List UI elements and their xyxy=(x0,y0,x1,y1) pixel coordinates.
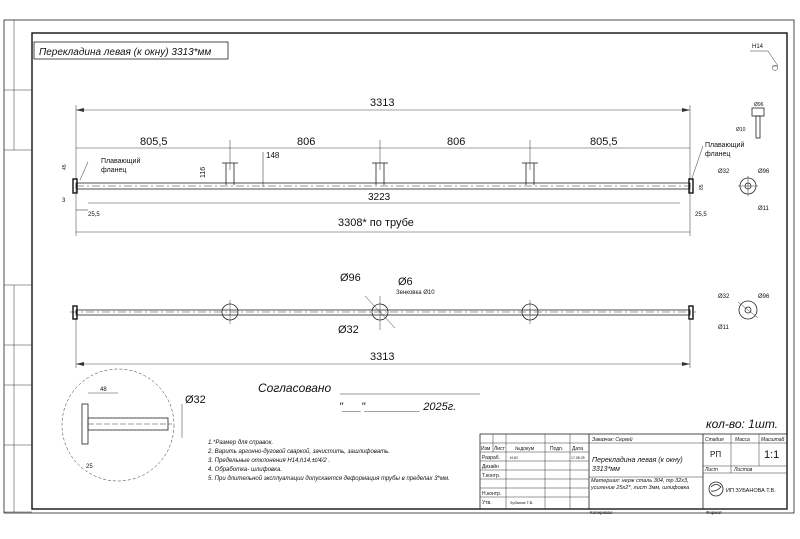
detail-left-d32: Ø32 xyxy=(185,394,206,406)
tb-role-1: Разраб. xyxy=(482,455,500,461)
dim-inner: 3223 xyxy=(368,192,391,203)
post-1 xyxy=(222,162,238,185)
title-box xyxy=(33,41,229,60)
plan-side-d11: Ø11 xyxy=(718,325,730,331)
title-block: Изм Лист №докум Подп. Дата Разраб. И.Ю 1… xyxy=(479,433,788,515)
tb-format: Формат xyxy=(706,510,722,515)
plan-d32: Ø32 xyxy=(338,324,359,336)
tb-name-1line: Перекладина левая (к окну) xyxy=(592,456,683,464)
post-2 xyxy=(372,162,388,185)
dim-span-1: 805,5 xyxy=(140,136,168,148)
note-1: 1.*Размер для справок. xyxy=(208,440,273,446)
tb-sheets-label: Листов xyxy=(733,467,753,473)
detail-left-48: 48 xyxy=(100,387,107,393)
tb-h-sign: Подп. xyxy=(550,446,563,452)
company-logo xyxy=(708,481,724,497)
tb-name-6: Зубанов Т.В. xyxy=(510,500,533,505)
pipe-plan-view xyxy=(75,309,691,316)
tb-h-izm: Изм xyxy=(481,446,491,452)
tb-date-1: 17.08.25 xyxy=(571,456,585,460)
detail-left: 48 25 Ø32 xyxy=(61,368,206,482)
approval-date: "___"_________ 2025г. xyxy=(339,401,456,413)
tb-h-list: Лист xyxy=(494,446,506,452)
top-view: 3313 805,5 806 806 805,5 148 116 3223 25… xyxy=(62,97,744,236)
dim-pipe-length: 3308* по трубе xyxy=(338,217,414,229)
tb-material: Материал: нерж сталь 304, тр 32х3, усиле… xyxy=(591,478,690,491)
right-flange xyxy=(688,178,694,194)
tb-role-2: Дизайн xyxy=(482,463,499,470)
quantity: кол-во: 1шт. xyxy=(706,417,778,431)
tb-name-2line: 3313*мм xyxy=(592,466,620,473)
tb-role-5: Н.контр. xyxy=(482,491,501,497)
tb-name-1: И.Ю xyxy=(510,455,518,460)
detail-d11: Ø11 xyxy=(758,206,770,212)
post-3 xyxy=(522,162,538,185)
tb-role-6: Утв. xyxy=(482,500,492,506)
plan-view: Ø96 Ø6 Зенковка Ø10 Ø32 3313 Ø32 Ø96 Ø11 xyxy=(70,272,770,368)
drawing-title: Перекладина левая (к окну) 3313*мм xyxy=(39,47,211,58)
note-4: 4. Обработка- шлифовка. xyxy=(208,467,282,473)
note-3: 3. Предельные отклонения Н14,h14,±t/4/2 … xyxy=(208,458,330,464)
flange-right-label-1: Плавающий xyxy=(705,141,744,149)
inner-frame xyxy=(31,32,788,510)
tb-material-box: Материал: нерж сталь 304, тр 32х3, усиле… xyxy=(591,478,690,491)
tb-company: ИП ЗУБАНОВА Т.В. xyxy=(726,488,776,494)
approval-label: Согласовано xyxy=(258,381,332,395)
tb-stage-label: Стадия xyxy=(705,437,724,443)
dim-height-148: 148 xyxy=(266,151,280,160)
detail-d10: Ø10 xyxy=(736,127,746,133)
flange-right-label-2: фланец xyxy=(705,151,730,158)
dim-height-116: 116 xyxy=(200,167,207,178)
tb-scale: 1:1 xyxy=(764,449,779,461)
dim-left-45: 45 xyxy=(62,164,68,170)
detail-left-25: 25 xyxy=(86,464,93,470)
dim-span-3: 806 xyxy=(447,136,465,148)
tb-stage: РП xyxy=(710,450,721,459)
tb-scale-label: Масштаб xyxy=(761,437,785,443)
dim-left-small: 3 xyxy=(62,198,66,204)
plan-side-d32: Ø32 xyxy=(718,294,730,300)
tb-copied: Копировал xyxy=(590,510,613,515)
plan-d6: Ø6 xyxy=(398,276,413,288)
detail-right-top: Ø96 Ø10 Ø32 Ø96 Ø11 xyxy=(718,102,770,212)
plan-d96: Ø96 xyxy=(340,272,361,284)
left-margin-strip xyxy=(4,20,32,513)
detail-d96: Ø96 xyxy=(754,102,764,108)
plan-side-d96: Ø96 xyxy=(758,294,770,300)
tb-h-date: Дата xyxy=(572,446,583,452)
dim-right-offset: 25,5 xyxy=(695,212,707,218)
tb-customer: Заказчик: Сергей xyxy=(592,436,633,443)
flange-left-label-2: фланец xyxy=(101,167,126,174)
roughness-symbol: H14 xyxy=(750,44,779,71)
detail-d96b: Ø96 xyxy=(758,169,770,175)
dim-span-4: 805,5 xyxy=(590,136,618,148)
tb-mass-label: Масса xyxy=(735,437,750,443)
detail-d32: Ø32 xyxy=(718,169,730,175)
roughness-label: H14 xyxy=(752,44,764,50)
note-2: 2. Варить аргонно-дуговой сваркой, зачис… xyxy=(207,448,390,455)
plan-countersink: Зенковка Ø10 xyxy=(396,290,435,296)
note-5: 5. При длительной эксплуатации допускает… xyxy=(208,475,450,482)
left-flange xyxy=(72,178,78,194)
tb-sheet-label: Лист xyxy=(704,467,718,473)
dim-overall: 3313 xyxy=(370,97,394,109)
dim-right-85: 85 xyxy=(699,184,705,190)
dim-span-2: 806 xyxy=(297,136,315,148)
outer-frame xyxy=(3,19,795,514)
tb-role-3: Т.контр. xyxy=(482,473,500,479)
tb-h-doc: №докум xyxy=(515,446,535,452)
notes: 1.*Размер для справок. 2. Варить аргонно… xyxy=(207,440,450,482)
flange-left-label-1: Плавающий xyxy=(101,157,140,165)
plan-length: 3313 xyxy=(370,351,394,363)
dim-left-offset: 25,5 xyxy=(88,212,100,218)
